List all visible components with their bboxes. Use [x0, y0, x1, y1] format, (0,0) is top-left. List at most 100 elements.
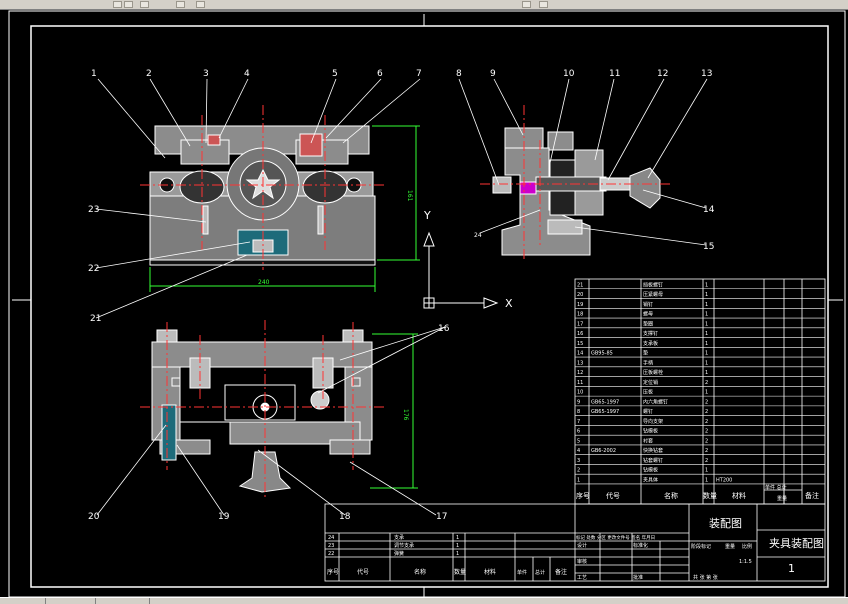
row22-qty: 1	[456, 551, 459, 557]
bom-cell-name: 螺钉	[643, 408, 653, 415]
scroll-right-icon[interactable]	[522, 1, 531, 8]
bom-cell-no: 3	[577, 458, 580, 464]
top-height-dimension: 176	[402, 409, 409, 421]
bom-cell-no: 5	[577, 438, 580, 444]
bom-cell-name: 手柄	[643, 359, 653, 366]
bom-cell-no: 10	[577, 390, 583, 396]
bom-cell-name: 销钉	[643, 301, 653, 308]
height-dimension: 161	[406, 190, 413, 202]
bom-cell-no: 14	[577, 351, 583, 357]
ucs-y-label: Y	[423, 209, 431, 222]
bom-cell-name: 螺母	[643, 311, 653, 318]
status-cell[interactable]	[46, 598, 96, 604]
bom-cell-name: 衬套	[643, 437, 653, 444]
row22-no: 22	[328, 551, 334, 557]
leader-lines	[95, 78, 708, 516]
bom-cell-qty: 1	[705, 282, 708, 288]
hdr-note: 备注	[555, 568, 567, 576]
bom-cell-name: 快换钻套	[643, 447, 663, 454]
balloon: 15	[703, 242, 714, 252]
bom-cell-name: 支撑钉	[643, 330, 658, 337]
bom-cell-qty: 1	[705, 341, 708, 347]
bom-cell-name: 垫	[643, 350, 648, 357]
bom-cell-qty: 2	[705, 399, 708, 405]
bom-cell-name: 压板	[643, 389, 653, 396]
width-dimension: 240	[258, 279, 270, 286]
drawing-frame	[30, 25, 829, 588]
bom-cell-qty: 1	[705, 321, 708, 327]
balloon: 8	[456, 69, 462, 79]
dimension-lines	[149, 125, 420, 489]
ucs-x-label: X	[505, 297, 513, 310]
hdr-mat: 材料	[484, 568, 496, 576]
bom-header-unit: 单件 总计	[765, 484, 787, 491]
status-bar	[0, 597, 848, 604]
balloon: 1	[91, 69, 97, 79]
balloon: 16	[438, 324, 450, 334]
bom-header-note: 备注	[805, 491, 819, 500]
hdr-name: 名称	[414, 568, 426, 576]
bom-cell-no: 20	[577, 292, 583, 298]
front-view	[140, 105, 385, 270]
bom-table	[574, 278, 826, 505]
bom-cell-qty: 1	[705, 477, 708, 483]
row23-no: 23	[328, 543, 334, 549]
status-cell[interactable]	[0, 598, 46, 604]
bom-cell-code: GB65-1997	[591, 409, 619, 415]
close-icon[interactable]	[539, 1, 548, 8]
assembly-title: 夹具装配图	[769, 537, 824, 550]
ratio-label: 比例	[742, 543, 752, 550]
stage-label: 阶段标记	[691, 543, 711, 550]
bom-cell-code: GB6-2002	[591, 448, 616, 454]
balloon: 24	[474, 232, 482, 239]
bom-header-code: 代号	[606, 491, 620, 500]
bom-cell-no: 4	[577, 448, 580, 454]
bom-cell-qty: 1	[705, 312, 708, 318]
weight-label: 重量	[725, 543, 735, 550]
status-cell[interactable]	[96, 598, 150, 604]
bom-cell-qty: 1	[705, 331, 708, 337]
row24-no: 24	[328, 535, 334, 541]
bom-cell-no: 19	[577, 302, 583, 308]
balloon: 10	[563, 69, 575, 79]
open-icon[interactable]	[140, 1, 149, 8]
row22-name: 弹簧	[394, 550, 404, 557]
bom-cell-name: 垫圈	[643, 320, 653, 327]
bom-header-no: 序号	[576, 491, 590, 500]
bom-header-weight: 重量	[777, 495, 787, 502]
balloon: 22	[88, 264, 99, 274]
redo-icon[interactable]	[124, 1, 133, 8]
balloon: 23	[88, 205, 99, 215]
top-view	[140, 320, 385, 500]
print-icon[interactable]	[196, 1, 205, 8]
bom-cell-no: 17	[577, 321, 583, 327]
bom-header-name: 名称	[664, 491, 678, 500]
bom-header-qty: 数量	[703, 491, 717, 500]
balloon: 18	[339, 512, 351, 522]
undo-icon[interactable]	[113, 1, 122, 8]
approve-label: 批准	[633, 574, 643, 581]
bom-cell-name: 钻模板	[643, 467, 658, 474]
bom-header-mat: 材料	[732, 491, 746, 500]
row24-qty: 1	[456, 535, 459, 541]
bom-cell-code: GB65-1997	[591, 399, 619, 405]
hdr-no: 序号	[327, 568, 339, 576]
bom-cell-qty: 1	[705, 390, 708, 396]
bom-cell-qty: 1	[705, 370, 708, 376]
balloon: 3	[203, 69, 209, 79]
balloon: 11	[609, 69, 620, 79]
design-label: 设计	[577, 542, 587, 549]
bom-cell-qty: 2	[705, 438, 708, 444]
bom-cell-code: GB95-85	[591, 351, 613, 357]
bom-cell-qty: 2	[705, 429, 708, 435]
save-icon[interactable]	[176, 1, 185, 8]
bom-cell-name: 导向支架	[643, 418, 663, 425]
hdr-single: 单件	[517, 569, 527, 576]
bom-cell-no: 7	[577, 419, 580, 425]
std-label: 标准化	[633, 542, 648, 549]
ucs-icon	[423, 231, 499, 309]
bom-cell-name: 钻模板	[643, 428, 658, 435]
bom-cell-qty: 1	[705, 468, 708, 474]
